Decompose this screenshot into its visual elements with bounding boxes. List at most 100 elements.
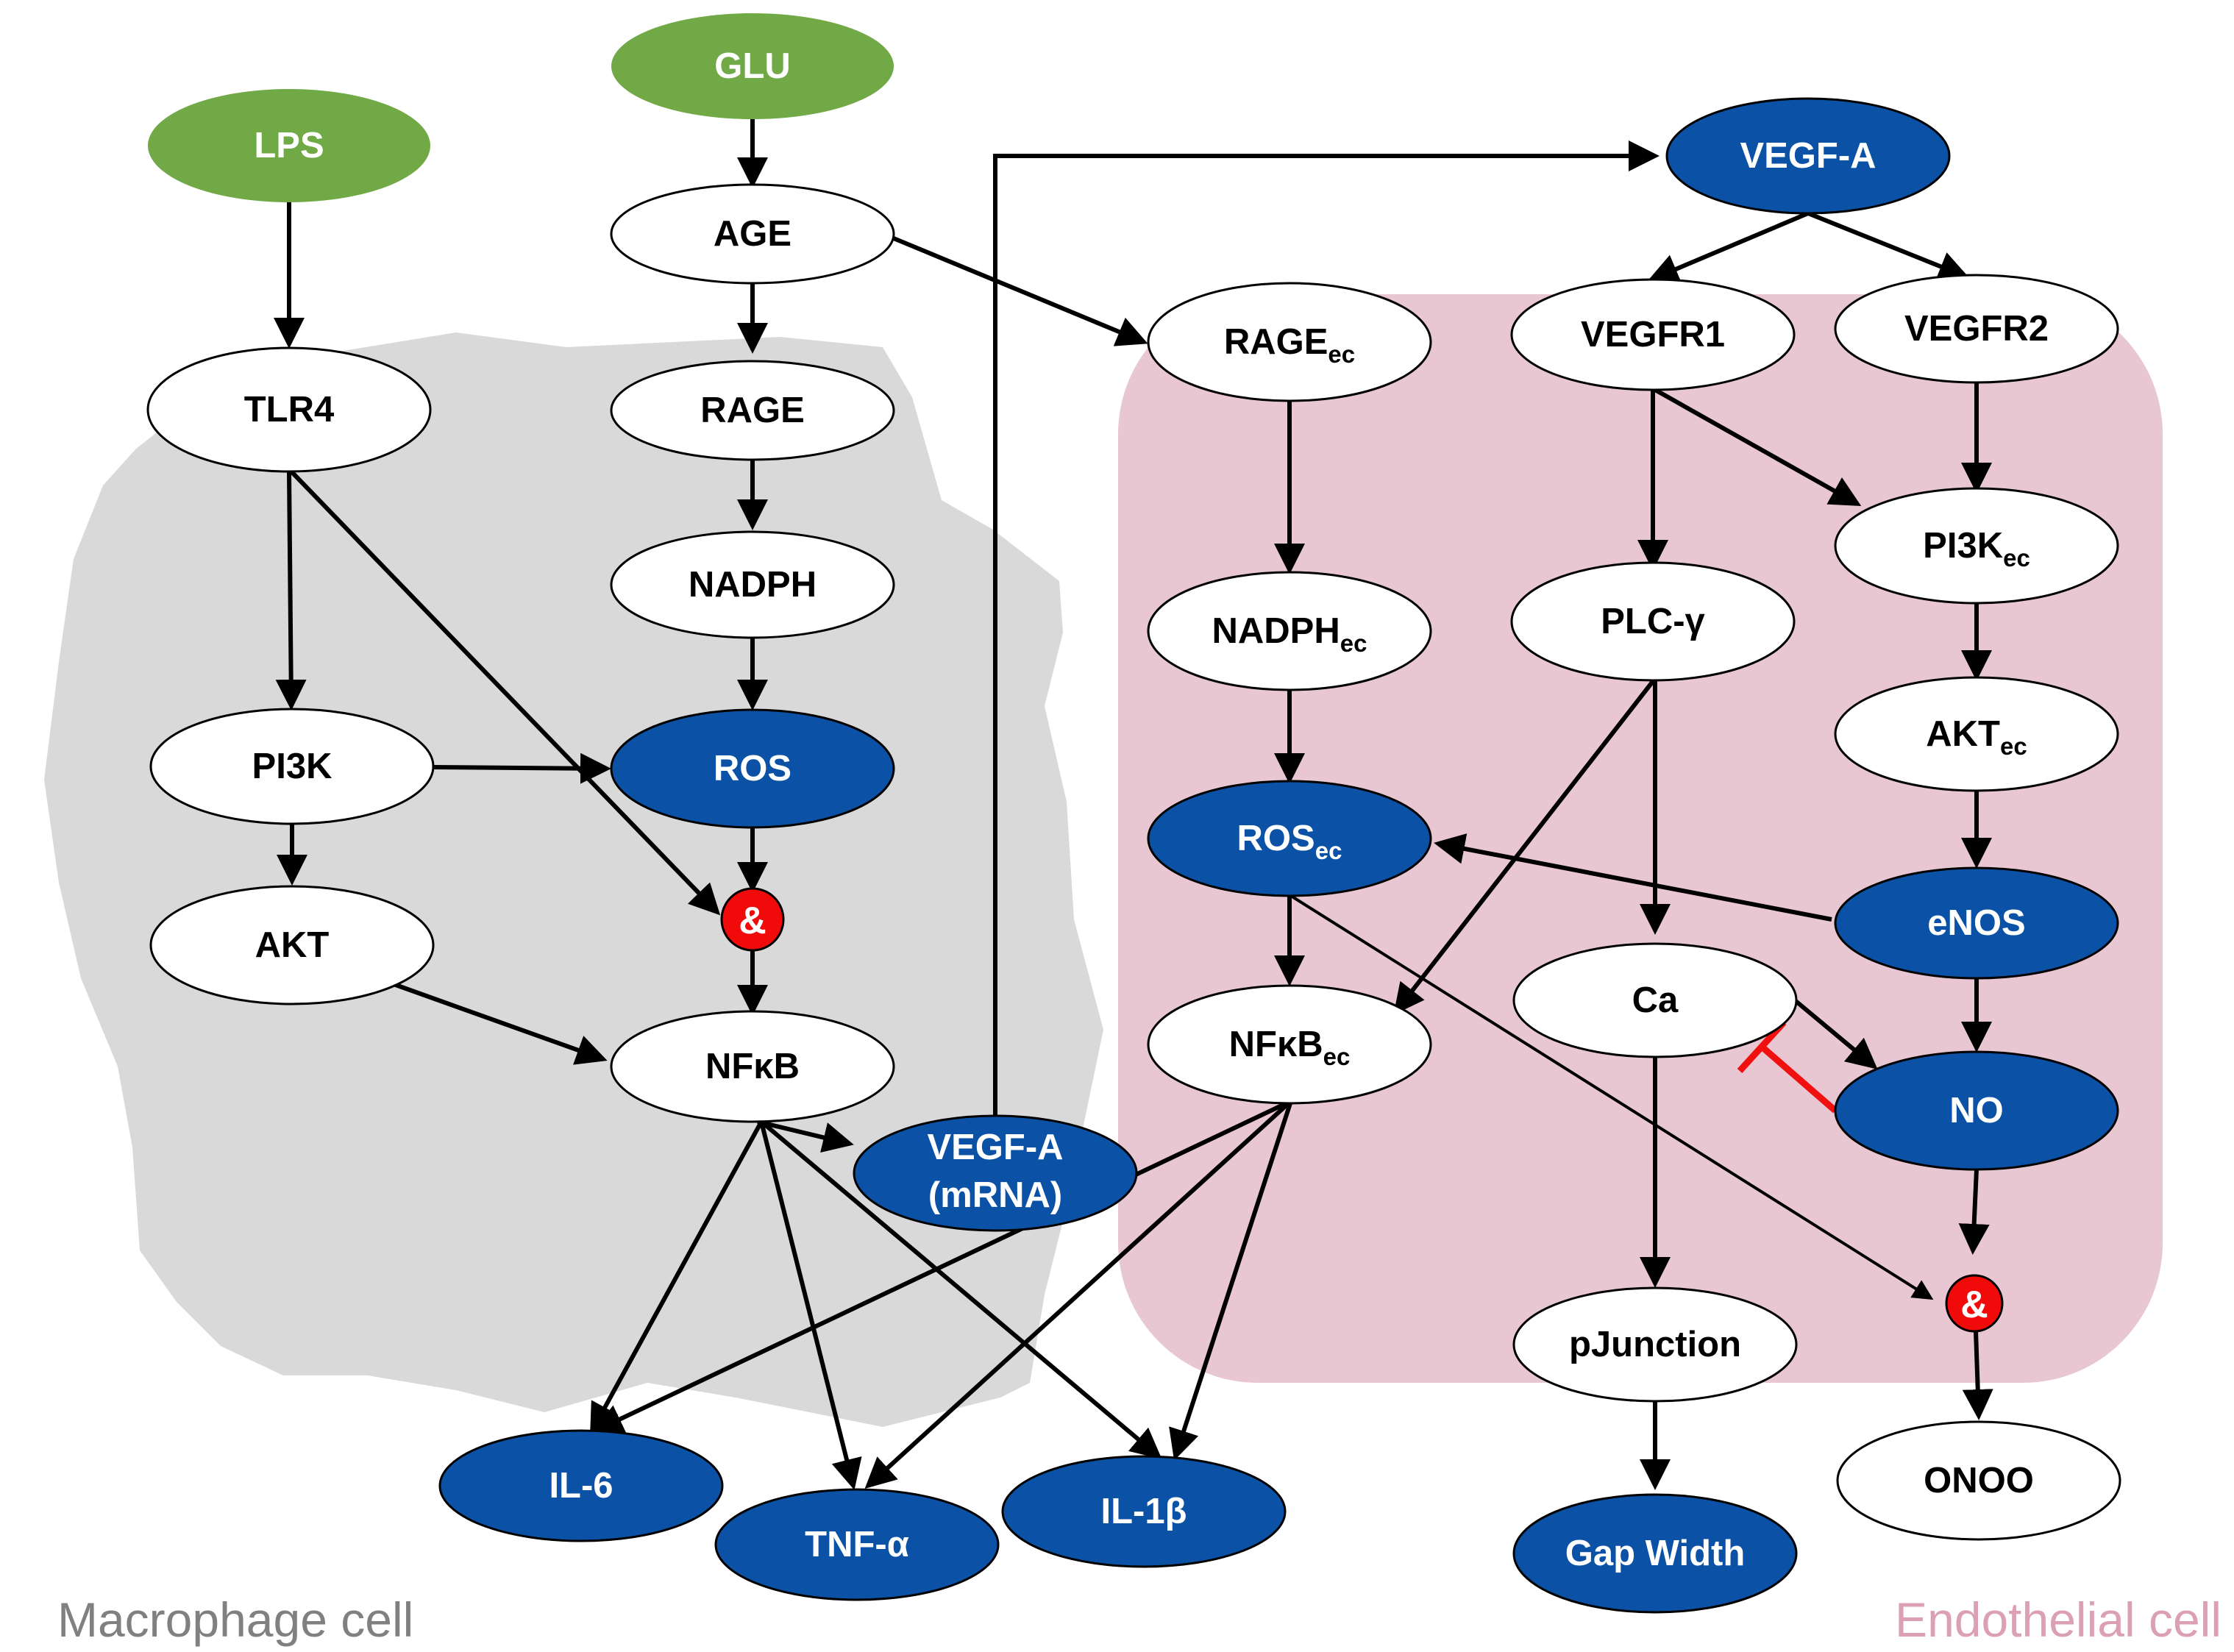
- svg-text:VEGFR1: VEGFR1: [1581, 315, 1725, 355]
- node-il1b: IL-1β: [1001, 1455, 1287, 1568]
- node-il6: IL-6: [438, 1429, 724, 1542]
- svg-text:TLR4: TLR4: [244, 390, 335, 430]
- node-nadph-label: NADPH: [689, 565, 817, 605]
- svg-text:AKT: AKT: [255, 925, 330, 965]
- edge-vegfa-vegfr2: [1807, 211, 1970, 282]
- node-ca: Ca: [1512, 942, 1798, 1058]
- edge-nfkb-tnfa: [759, 1121, 862, 1490]
- svg-text:TNF-α: TNF-α: [805, 1525, 909, 1564]
- node-enos: eNOS: [1834, 866, 2119, 980]
- node-nfkb: NFκB: [610, 1010, 895, 1123]
- node-akt-ec-label: AKT: [1926, 714, 2000, 754]
- edge-and-ec-onoo: [1962, 1331, 1993, 1420]
- svg-text:Ca: Ca: [1632, 980, 1679, 1020]
- node-ros-ec: ROSec: [1147, 780, 1432, 897]
- edge-akt-nfkb: [392, 982, 608, 1065]
- svg-text:VEGF-A: VEGF-A: [1740, 136, 1876, 176]
- edge-no-and-ec: [1958, 1169, 1990, 1255]
- node-nfkb-ec-label: NFκB: [1229, 1025, 1323, 1064]
- node-akt-ec-sub: ec: [2000, 733, 2027, 760]
- node-rage-ec-sub: ec: [1328, 341, 1355, 368]
- svg-text:ROSec: ROSec: [1237, 819, 1342, 864]
- edge-tlr4-pi3k: [275, 470, 307, 711]
- svg-text:LPS: LPS: [254, 126, 324, 165]
- node-nadph: NADPH: [610, 530, 895, 639]
- node-enos-label: eNOS: [1927, 903, 2025, 943]
- node-vegfa-mrna-label-line2: (mRNA): [928, 1175, 1062, 1215]
- node-glu-label: GLU: [714, 46, 790, 86]
- svg-text:PI3K: PI3K: [252, 747, 332, 786]
- node-akt-label: AKT: [255, 925, 330, 965]
- node-pjunction-label: pJunction: [1569, 1325, 1741, 1364]
- edge-nfkb-il1b: [760, 1119, 1162, 1459]
- node-rage-label: RAGE: [700, 391, 805, 430]
- svg-text:NADPHec: NADPHec: [1212, 611, 1367, 657]
- node-nfkb-ec: NFκBec: [1147, 984, 1432, 1105]
- edge-ca-no: [1793, 998, 1878, 1069]
- edge-plcg-nfkb-ec: [1393, 679, 1656, 1015]
- node-glu: GLU: [611, 13, 894, 119]
- svg-text:AGE: AGE: [714, 214, 791, 254]
- node-rage-ec: RAGEec: [1147, 282, 1432, 402]
- edge-nfkb-ec-il6: [591, 1099, 1292, 1434]
- edge-age-rage-ec: [889, 235, 1148, 346]
- node-ros-ec-sub: ec: [1315, 837, 1342, 864]
- node-vegfa: VEGF-A: [1665, 97, 1951, 215]
- macrophage-cell-region: [44, 332, 1103, 1427]
- svg-text:NO: NO: [1949, 1091, 2004, 1131]
- svg-text:eNOS: eNOS: [1927, 903, 2025, 943]
- svg-text:RAGE: RAGE: [700, 391, 805, 430]
- node-no: NO: [1834, 1050, 2119, 1171]
- node-gap-width: Gap Width: [1512, 1493, 1798, 1614]
- node-no-label: NO: [1949, 1091, 2004, 1131]
- svg-text:RAGEec: RAGEec: [1224, 322, 1355, 368]
- node-il6-label: IL-6: [549, 1466, 613, 1506]
- svg-text:ROS: ROS: [714, 749, 791, 788]
- node-akt-ec: AKTec: [1834, 676, 2119, 792]
- node-ros-ec-label: ROS: [1237, 819, 1315, 858]
- svg-text:IL-6: IL-6: [549, 1466, 613, 1506]
- svg-text:NFκBec: NFκBec: [1229, 1025, 1351, 1070]
- svg-text:(mRNA): (mRNA): [928, 1175, 1062, 1215]
- node-vegfa-label: VEGF-A: [1740, 136, 1876, 176]
- node-vegfr1-label: VEGFR1: [1581, 315, 1725, 355]
- and-gate-endothelial-symbol: &: [1960, 1283, 1988, 1326]
- svg-text:&: &: [1960, 1283, 1988, 1326]
- svg-text:PLC-γ: PLC-γ: [1601, 602, 1705, 641]
- node-ros: ROS: [610, 708, 895, 829]
- svg-text:Gap Width: Gap Width: [1565, 1534, 1746, 1573]
- edge-nfkb-ec-tnfa: [864, 1099, 1293, 1489]
- node-nadph-ec-sub: ec: [1340, 630, 1367, 657]
- macrophage-cell-label: Macrophage cell: [57, 1592, 413, 1647]
- edge-vegfr1-pi3k-ec: [1654, 388, 1862, 506]
- node-onoo: ONOO: [1836, 1420, 2121, 1541]
- node-vegfa-mrna: VEGF-A (mRNA): [853, 1114, 1138, 1232]
- svg-text:pJunction: pJunction: [1569, 1325, 1741, 1364]
- node-gap-width-label: Gap Width: [1565, 1534, 1746, 1573]
- node-nadph-ec: NADPHec: [1147, 571, 1432, 691]
- svg-text:PI3Kec: PI3Kec: [1923, 526, 2030, 572]
- node-nfkb-ec-sub: ec: [1323, 1043, 1351, 1070]
- node-vegfr2: VEGFR2: [1834, 274, 2119, 384]
- node-il1b-label: IL-1β: [1100, 1492, 1187, 1531]
- and-gate-endothelial: &: [1945, 1274, 2004, 1333]
- endothelial-cell-label: Endothelial cell: [1895, 1592, 2221, 1647]
- node-lps: LPS: [148, 89, 430, 202]
- svg-text:NFκB: NFκB: [705, 1047, 800, 1086]
- svg-text:NADPH: NADPH: [689, 565, 817, 605]
- node-pi3k-ec-sub: ec: [2003, 544, 2030, 572]
- node-vegfr2-label: VEGFR2: [1904, 309, 2049, 349]
- and-gate-macrophage-symbol: &: [739, 900, 766, 942]
- edge-ros-ec-and-ec: [1289, 894, 1934, 1300]
- node-pi3k: PI3K: [149, 708, 435, 825]
- svg-text:GLU: GLU: [714, 46, 790, 86]
- node-pi3k-ec: PI3Kec: [1834, 487, 2119, 605]
- and-gate-macrophage: &: [720, 887, 785, 952]
- node-ca-label: Ca: [1632, 980, 1679, 1020]
- svg-text:VEGFR2: VEGFR2: [1904, 309, 2049, 349]
- node-ros-label: ROS: [714, 749, 791, 788]
- svg-text:VEGF-A: VEGF-A: [927, 1128, 1063, 1167]
- node-tnfa-label: TNF-α: [805, 1525, 909, 1564]
- node-age: AGE: [610, 183, 895, 285]
